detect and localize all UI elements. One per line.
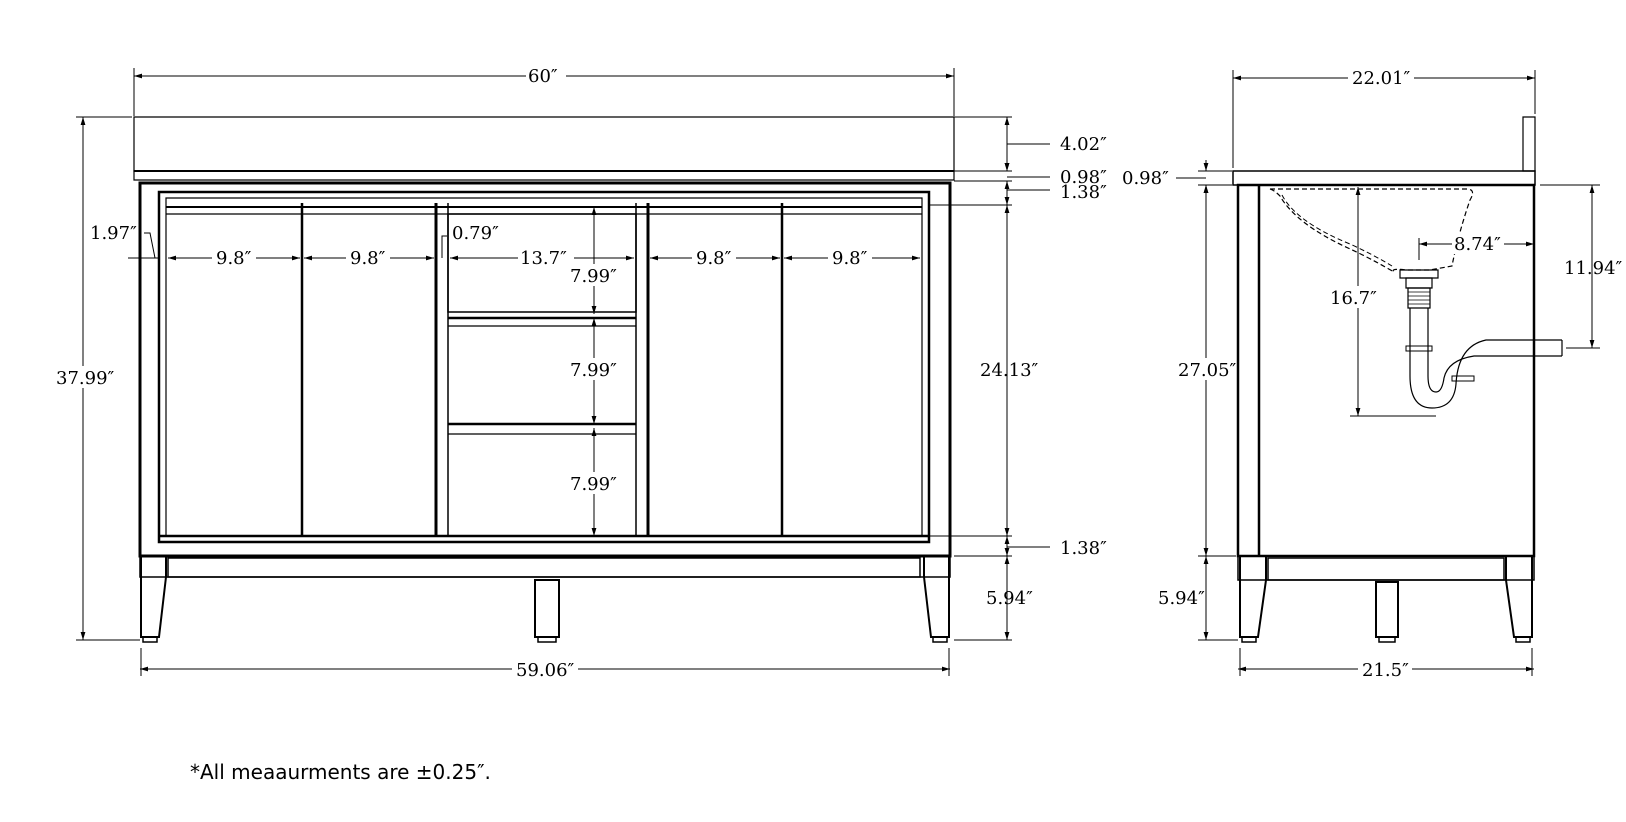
- side-leg-middle: [1376, 582, 1398, 637]
- leader-1-97: [144, 233, 155, 258]
- side-backsplash: [1523, 117, 1535, 171]
- pipe-nut-2: [1452, 376, 1474, 381]
- label-drain-offset: 8.74″: [1454, 234, 1501, 255]
- side-leg-left: [1240, 556, 1266, 637]
- front-leg-right: [924, 556, 949, 637]
- front-backsplash: [134, 117, 954, 171]
- label-overall-width: 60″: [528, 66, 558, 87]
- front-base-inner: [168, 558, 920, 577]
- label-door-3: 9.8″: [696, 248, 732, 269]
- side-leg-left-foot: [1242, 637, 1256, 642]
- front-view-labels: 60″ 59.06″ 37.99″ 4.02″ 0.98″ 1.38″ 24.1…: [54, 64, 1107, 681]
- label-divider: 0.79″: [452, 223, 499, 244]
- label-top-rail: 1.38″: [1060, 182, 1107, 203]
- label-drawer-3: 7.99″: [570, 474, 617, 495]
- front-countertop: [134, 171, 954, 180]
- front-cabinet-inner-frame: [159, 192, 929, 542]
- front-view: [76, 68, 1050, 676]
- label-door-2: 9.8″: [350, 248, 386, 269]
- label-drawer-2: 7.99″: [570, 360, 617, 381]
- measurement-note: *All meaaurments are ±0.25″.: [190, 760, 491, 784]
- front-leg-middle-foot: [538, 637, 556, 642]
- drain-flange: [1400, 270, 1438, 278]
- drain-strainer: [1408, 288, 1430, 308]
- side-view: [1176, 70, 1600, 676]
- label-drawer-width: 13.7″: [520, 248, 567, 269]
- label-door-4: 9.8″: [832, 248, 868, 269]
- leader-0-79: [442, 236, 447, 258]
- drain-body: [1406, 278, 1432, 288]
- label-top-thickness: 0.98″: [1060, 167, 1107, 188]
- front-leg-middle: [535, 580, 559, 637]
- p-trap-pipe-inner: [1428, 308, 1562, 392]
- label-side-leg-height: 5.94″: [1158, 588, 1205, 609]
- label-backsplash-height: 4.02″: [1060, 134, 1107, 155]
- label-overall-depth: 22.01″: [1352, 68, 1411, 89]
- label-drain-height: 11.94″: [1564, 258, 1623, 279]
- side-leg-middle-foot: [1379, 637, 1395, 642]
- front-leg-left-foot: [143, 637, 157, 642]
- label-sink-depth: 16.7″: [1330, 288, 1377, 309]
- label-door-1: 9.8″: [216, 248, 252, 269]
- sink-basin: [1270, 189, 1473, 272]
- front-cabinet-body: [140, 183, 950, 556]
- label-side-frame: 1.97″: [90, 223, 137, 244]
- pipe-nut-1: [1406, 346, 1432, 351]
- p-trap-pipe: [1410, 308, 1562, 408]
- side-base-inner: [1268, 558, 1504, 580]
- drawer-1: [448, 214, 636, 312]
- front-leg-right-foot: [933, 637, 947, 642]
- label-bottom-rail: 1.38″: [1060, 538, 1107, 559]
- side-leg-right: [1506, 556, 1532, 637]
- front-base-apron: [140, 556, 950, 577]
- label-drawer-1: 7.99″: [570, 266, 617, 287]
- side-leg-right-foot: [1516, 637, 1530, 642]
- front-leg-left: [141, 556, 166, 637]
- label-cabinet-height: 24.13″: [980, 360, 1039, 381]
- side-view-labels: 22.01″ 21.5″ 0.98″ 27.05″ 5.94″ 16.7″ 8.…: [1122, 66, 1623, 681]
- side-base-apron: [1238, 556, 1534, 580]
- label-leg-height: 5.94″: [986, 588, 1033, 609]
- label-cabinet-depth: 21.5″: [1362, 660, 1409, 681]
- label-side-top-thickness: 0.98″: [1122, 168, 1169, 189]
- label-side-cabinet-height: 27.05″: [1178, 360, 1237, 381]
- sink-basin-inner: [1282, 195, 1392, 266]
- side-countertop: [1233, 171, 1535, 185]
- label-cabinet-width: 59.06″: [516, 660, 575, 681]
- label-overall-height: 37.99″: [56, 368, 115, 389]
